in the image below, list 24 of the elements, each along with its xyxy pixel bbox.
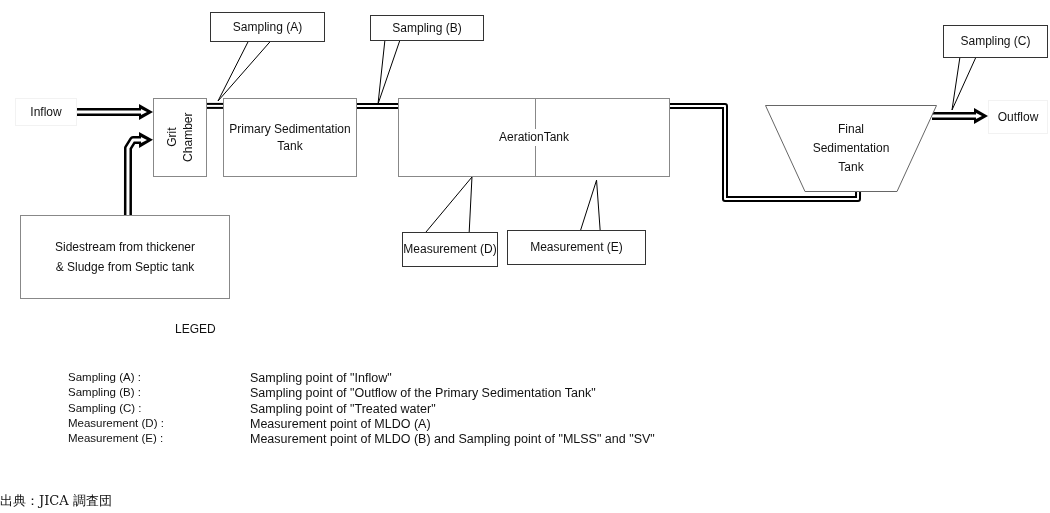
legend-description: Sampling point of "Outflow of the Primary Sedimentation Tank" — [250, 386, 596, 401]
legend-term: Sampling (B) : — [68, 386, 141, 399]
source-caption: 出典：JICA 調査団 — [0, 492, 112, 510]
legend-description: Measurement point of MLDO (B) and Sampling point of "MLSS" and "SV" — [250, 432, 655, 447]
tank-trapezoid: Final Sedimentation Tank — [765, 105, 937, 192]
legend-term: Measurement (E) : — [68, 432, 164, 445]
tank-box: AerationTank — [398, 98, 670, 177]
legend-term: Sampling (C) : — [68, 401, 142, 414]
callout-box: Measurement (D) — [402, 232, 498, 267]
tank-box: Primary Sedimentation Tank — [223, 98, 357, 177]
legend-term: Sampling (A) : — [68, 371, 141, 383]
callout-box: Sampling (A) — [210, 12, 325, 42]
legend-term: Measurement (D) : — [68, 416, 164, 429]
inflow-label: Inflow — [15, 98, 77, 126]
grit-chamber-box: Grit Chamber — [153, 98, 207, 177]
legend-description: Measurement point of MLDO (A) — [250, 416, 431, 431]
legend-description: Sampling point of "Treated water" — [250, 401, 436, 416]
callout-box: Sampling (B) — [370, 15, 484, 41]
callout-box: Sampling (C) — [943, 25, 1048, 58]
source-box: Sidestream from thickener & Sludge from Septic tank — [20, 215, 230, 299]
legend-description: Sampling point of "Inflow" — [250, 371, 392, 385]
legend-heading: LEGED — [175, 322, 216, 336]
outflow-label: Outflow — [988, 100, 1048, 134]
callout-box: Measurement (E) — [507, 230, 646, 265]
